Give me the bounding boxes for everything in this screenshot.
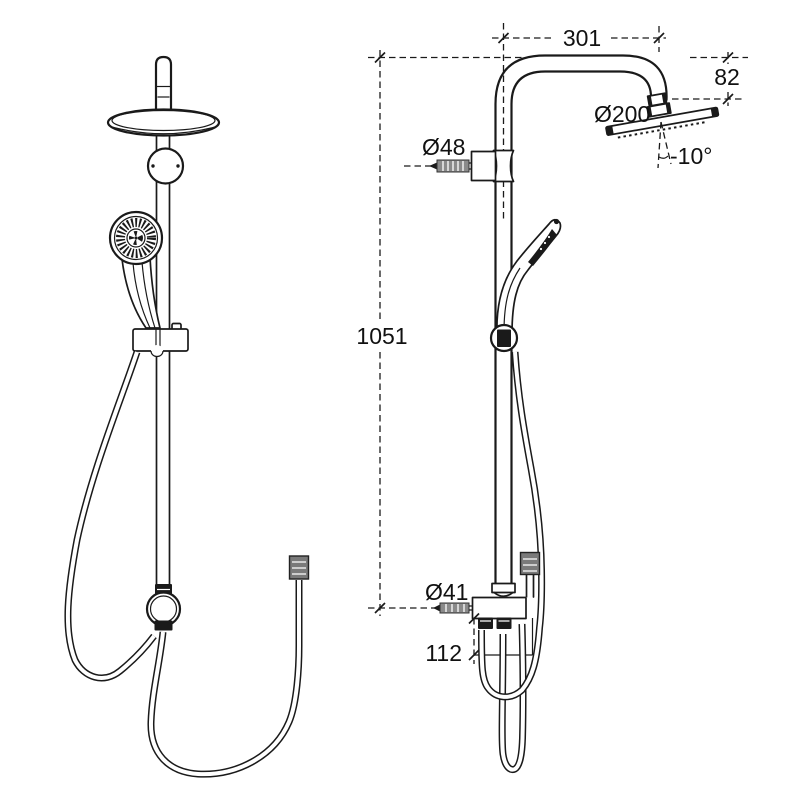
hand-shower-tip-nub <box>553 218 560 225</box>
dim-label-head-offset: 82 <box>714 64 740 90</box>
wall-plug-48 <box>429 159 472 173</box>
slider-bracket-side <box>489 323 519 353</box>
front-view <box>64 55 310 778</box>
dim-label-inlet-connector: Ø41 <box>425 579 468 605</box>
overhead-shower-side <box>605 92 720 139</box>
dim-column-height: 1051 <box>356 50 408 616</box>
dim-label-head-diameter: Ø200 <box>594 101 650 127</box>
hose-end-fitting-front <box>288 555 310 580</box>
shower-hose-side <box>478 351 546 701</box>
side-view <box>429 23 720 774</box>
hand-shower-handle-front <box>121 253 161 329</box>
hand-shower-face-front <box>108 210 164 266</box>
wall-plug-41 <box>433 602 473 614</box>
dim-arm-projection: 301 <box>492 25 666 52</box>
rail-bottom-elbow-front <box>145 584 182 631</box>
hand-shower-front <box>108 210 164 329</box>
dim-head-offset: 82 <box>672 51 748 106</box>
hand-shower-face-edge <box>528 229 557 266</box>
slide-rail-front <box>155 129 171 596</box>
dim-label-head-tilt: -10° <box>670 143 712 169</box>
dim-inlet-section: 112 <box>425 612 480 666</box>
ball-joint-front <box>146 147 185 185</box>
dim-label-column-height: 1051 <box>356 323 407 349</box>
shower-hose-front <box>64 350 303 778</box>
column-top-pipe-front <box>154 55 173 115</box>
inlet-nuts-side <box>478 617 512 629</box>
dim-inlet-connector: Ø41 <box>368 579 468 609</box>
dim-wall-bracket: Ø48 <box>404 134 465 167</box>
dimension-annotations: 1051 301 82 Ø200 -10° <box>356 25 748 666</box>
hand-shower-side <box>496 218 562 335</box>
overhead-shower-front <box>106 108 221 137</box>
dim-head-tilt: -10° <box>657 121 712 169</box>
wall-bracket-side <box>470 149 515 183</box>
hose-fitting-side <box>519 551 541 598</box>
slider-bracket-front <box>132 322 189 358</box>
dim-label-wall-bracket: Ø48 <box>422 134 465 160</box>
dim-label-arm-projection: 301 <box>563 25 601 51</box>
column-and-arm-side <box>494 54 668 589</box>
dim-label-inlet-section: 112 <box>425 640 462 666</box>
